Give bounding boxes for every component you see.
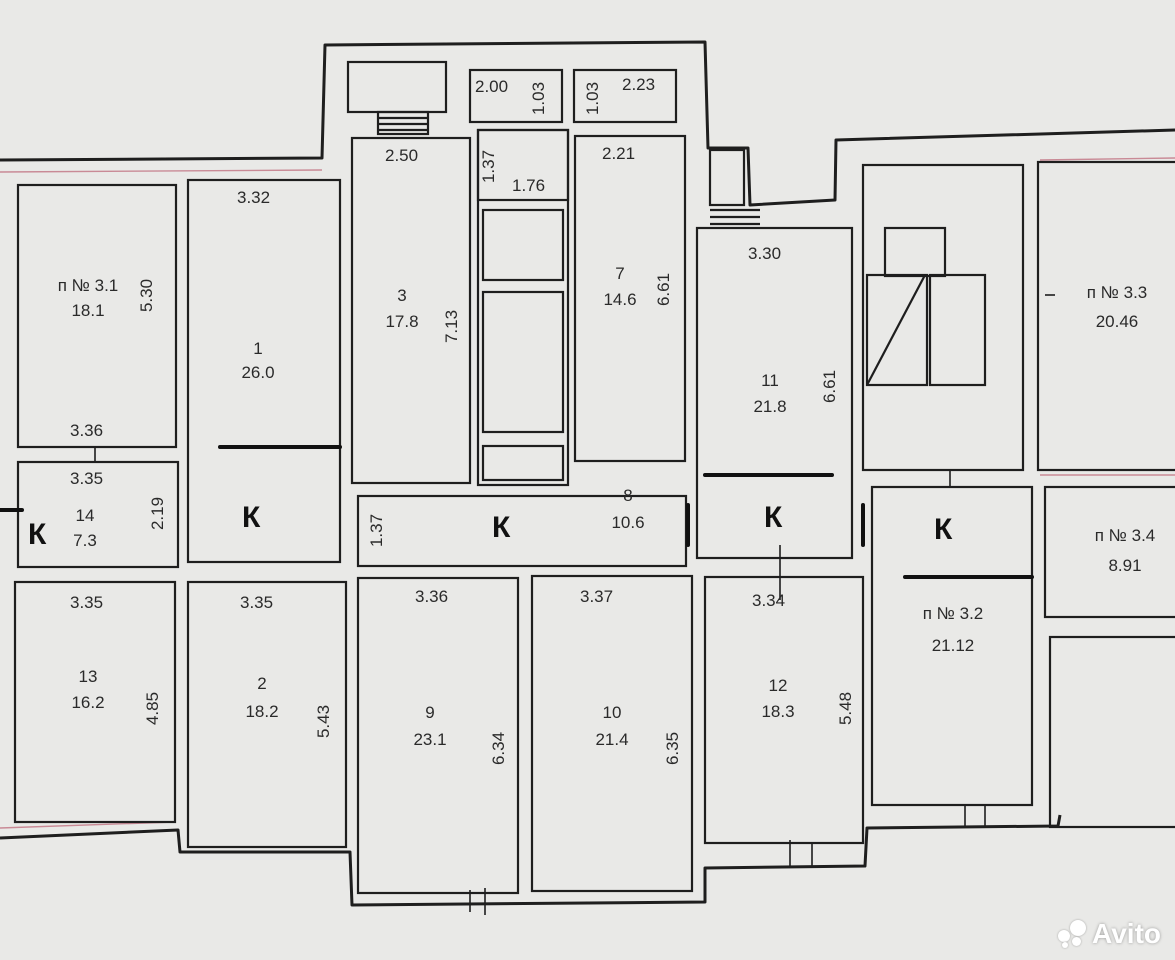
dimension-label: 1.37 xyxy=(479,149,499,184)
staircase-walls xyxy=(861,163,1025,472)
dimension-label: 2.50 xyxy=(385,146,419,165)
room-14-number: 14 xyxy=(75,506,95,525)
avito-logo-icon xyxy=(1058,920,1087,948)
dimension-label: 6.61 xyxy=(820,369,840,404)
room-1-area: 26.0 xyxy=(241,363,275,382)
dimension-label: 3.35 xyxy=(240,593,274,612)
wc-c-walls xyxy=(476,128,570,202)
room-2-number: 2 xyxy=(257,674,267,693)
room-11-walls xyxy=(695,226,854,560)
room-14-area: 7.3 xyxy=(73,531,97,550)
dimension-label: 1.03 xyxy=(583,81,603,116)
room-9-walls xyxy=(356,576,520,895)
room-11-number: 11 xyxy=(761,371,779,390)
room-7-number: 7 xyxy=(615,264,625,283)
room-14-walls xyxy=(16,460,180,569)
dimension-label: 3.30 xyxy=(748,244,782,263)
room-p33-walls xyxy=(1036,160,1175,472)
room-11-area: 21.8 xyxy=(753,397,787,416)
room-3-number: 3 xyxy=(397,286,407,305)
room-p34-area: 8.91 xyxy=(1108,556,1142,575)
avito-brand: Avito xyxy=(1092,918,1161,949)
dimension-label: 2.21 xyxy=(602,144,636,163)
room-p31-number: п № 3.1 xyxy=(57,276,119,295)
room-3-walls xyxy=(350,136,472,485)
corridor-mark: К xyxy=(934,513,953,546)
room-13-number: 13 xyxy=(78,667,98,686)
dimension-label: 3.32 xyxy=(237,188,271,207)
room-8-area: 10.6 xyxy=(611,513,645,532)
dimension-label: 4.85 xyxy=(143,691,163,726)
room-12-area: 18.3 xyxy=(761,702,795,721)
outer-wall-bottom xyxy=(0,814,1062,907)
room-1-walls xyxy=(186,178,342,564)
room-10-number: 10 xyxy=(602,703,622,722)
dimension-label: 6.61 xyxy=(654,272,674,307)
dimension-label: 2.23 xyxy=(622,75,656,94)
dimension-label: 7.13 xyxy=(442,309,462,344)
avito-watermark: Avito xyxy=(1058,918,1161,950)
porch-block xyxy=(346,60,448,114)
room-12-walls xyxy=(703,575,865,845)
room-12-number: 12 xyxy=(768,676,788,695)
room-p34-number: п № 3.4 xyxy=(1094,526,1156,545)
outer-wall xyxy=(0,40,1175,207)
room-10-walls xyxy=(530,574,694,893)
wc-a-walls xyxy=(468,68,564,124)
room-9-number: 9 xyxy=(425,703,435,722)
dimension-label: 3.35 xyxy=(70,469,104,488)
room-9-area: 23.1 xyxy=(413,730,447,749)
corridor-mark: К xyxy=(492,511,511,544)
room-7-walls xyxy=(573,134,687,463)
room-p33-area: 20.46 xyxy=(1095,312,1139,331)
dimension-label: 1.37 xyxy=(367,513,387,548)
dimension-label: 3.34 xyxy=(752,591,786,610)
dimension-label: 2.19 xyxy=(148,496,168,531)
dimension-label: 2.00 xyxy=(475,77,509,96)
room-p33-number: п № 3.3 xyxy=(1086,283,1148,302)
dimension-label: 6.35 xyxy=(663,731,683,766)
room-8-number: 8 xyxy=(623,486,633,505)
room-13-walls xyxy=(13,580,177,824)
room-1-number: 1 xyxy=(253,339,263,358)
room-3-area: 17.8 xyxy=(385,312,419,331)
dimension-label: 1.76 xyxy=(512,176,546,195)
room-p32-walls xyxy=(870,485,1034,807)
dimension-label: 5.48 xyxy=(836,691,856,726)
room-p34-walls xyxy=(1043,485,1175,619)
dimension-label: 6.34 xyxy=(489,731,509,766)
room-13-area: 16.2 xyxy=(71,693,105,712)
dimension-label: 3.37 xyxy=(580,587,614,606)
room-7-area: 14.6 xyxy=(603,290,637,309)
corridor-mark: К xyxy=(764,501,783,534)
room-p31-walls xyxy=(16,183,178,449)
dimension-label: 3.35 xyxy=(70,593,104,612)
dimension-label: 1.03 xyxy=(529,81,549,116)
room-2-area: 18.2 xyxy=(245,702,279,721)
corridor-mark: К xyxy=(28,518,47,551)
dimension-label: 5.43 xyxy=(314,704,334,739)
corridor-mark: К xyxy=(242,501,261,534)
room-p32-area: 21.12 xyxy=(931,636,975,655)
dimension-label: 5.30 xyxy=(137,278,157,313)
room-p32-number: п № 3.2 xyxy=(922,604,984,623)
dimension-label: 3.36 xyxy=(415,587,449,606)
room-2-walls xyxy=(186,580,348,849)
room-10-area: 21.4 xyxy=(595,730,629,749)
dimension-label: 3.36 xyxy=(70,421,104,440)
wc-b-walls xyxy=(572,68,678,124)
room-p31-area: 18.1 xyxy=(71,301,105,320)
